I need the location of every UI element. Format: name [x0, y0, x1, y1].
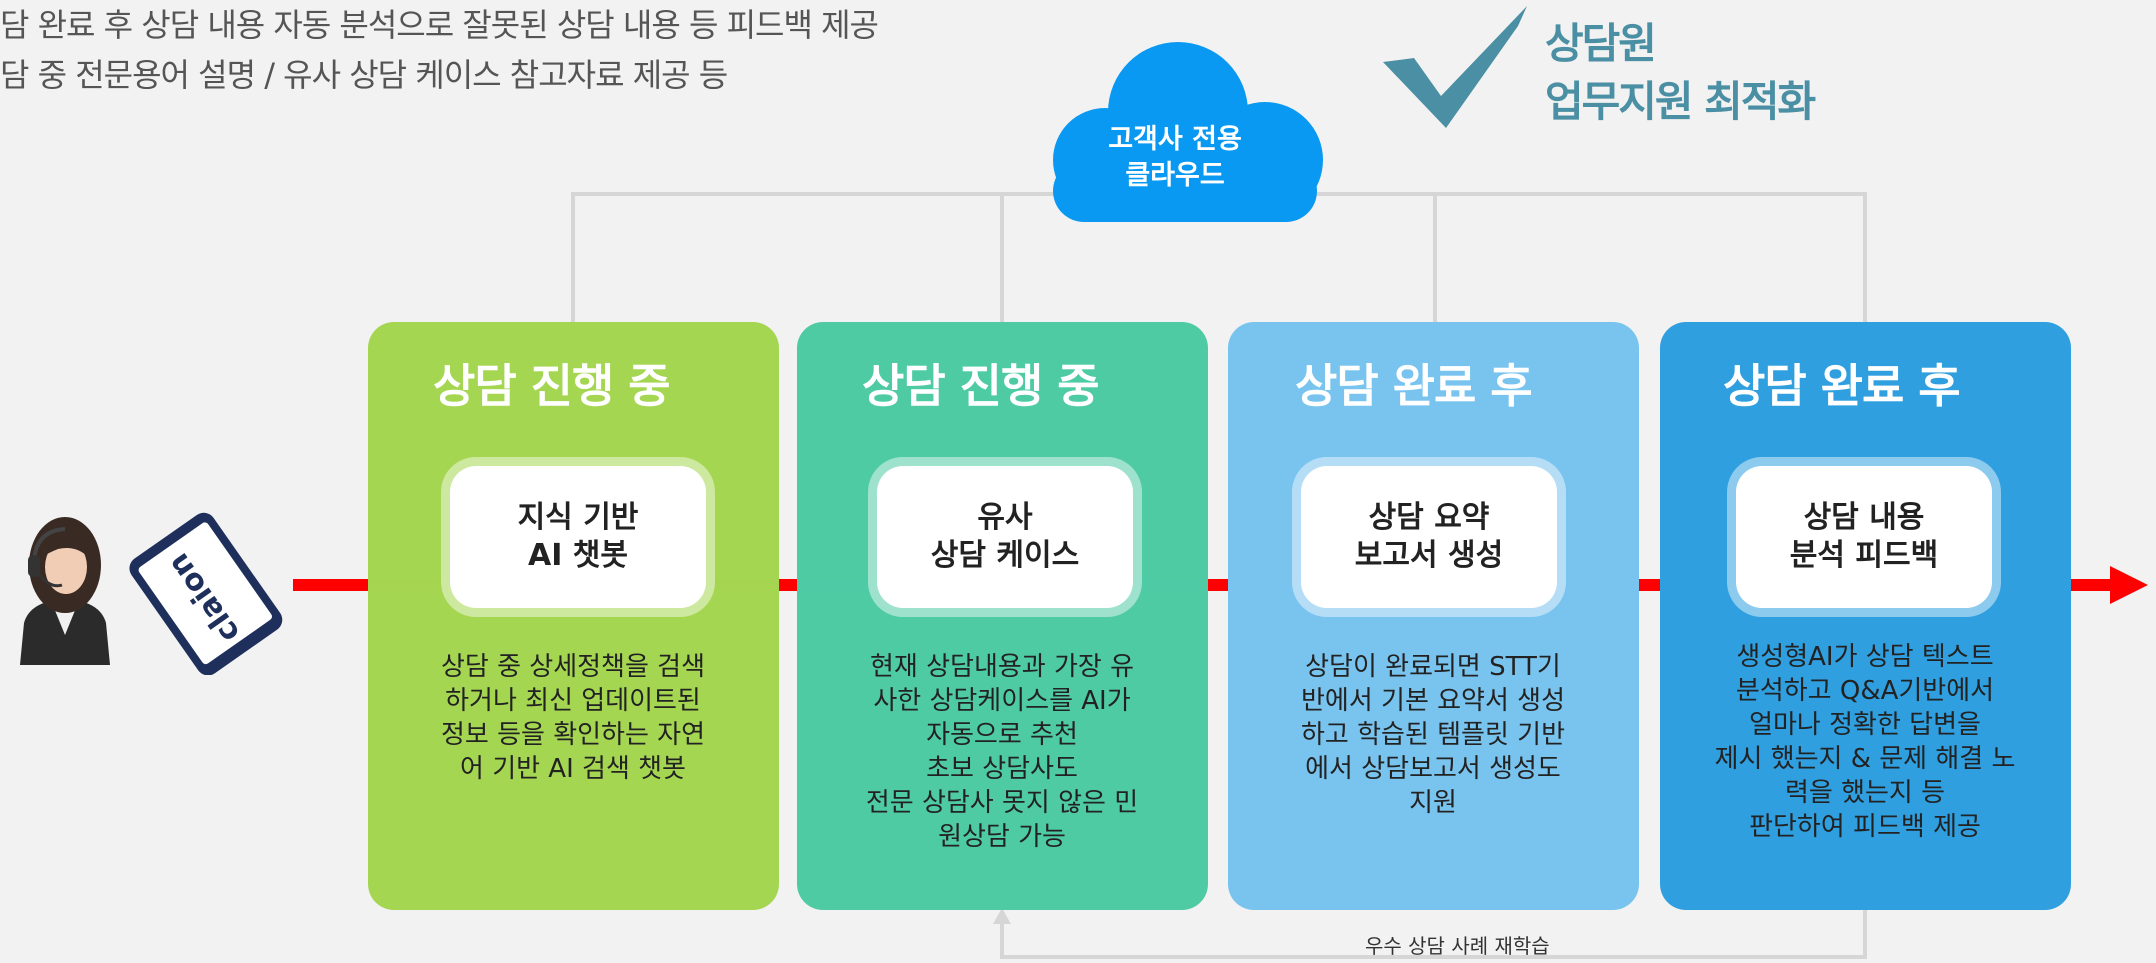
card-1-desc-line: 어 기반 AI 검색 챗봇 — [460, 754, 686, 784]
card-knowledge-chatbot — [368, 322, 779, 910]
card-analysis-feedback — [1660, 322, 2071, 910]
cloud-icon — [1053, 42, 1323, 222]
agent-avatar-icon — [20, 517, 110, 665]
card-4-desc-line: 판단하여 피드백 제공 — [1749, 812, 1981, 842]
card-4-title: 상담 완료 후 — [1723, 359, 1961, 413]
card-1-box: 지식 기반 AI 챗봇 — [450, 466, 706, 608]
card-2-box-line-1: 유사 — [977, 500, 1033, 535]
card-2-description: 현재 상담내용과 가장 유 사한 상담케이스를 AI가 자동으로 추천 초보 상… — [827, 650, 1177, 854]
card-2-desc-line: 전문 상담사 못지 않은 민 — [865, 788, 1139, 818]
tagline-line-1: 상담원 — [1545, 19, 1657, 68]
card-3-box-line-2: 보고서 생성 — [1354, 538, 1504, 573]
feedback-loop-label: 우수 상담 사례 재학습 — [1365, 934, 1550, 958]
card-2-desc-line: 원상담 가능 — [938, 822, 1066, 852]
checkmark-icon — [1383, 6, 1527, 128]
card-3-title: 상담 완료 후 — [1295, 359, 1533, 413]
card-4-desc-line: 력을 했는지 등 — [1784, 778, 1946, 808]
feedback-loop-line — [1000, 910, 1867, 959]
card-1-desc-line: 정보 등을 확인하는 자연 — [441, 720, 705, 750]
tablet-device-icon: claion — [129, 512, 283, 675]
card-4-box-line-2: 분석 피드백 — [1789, 538, 1939, 573]
card-1-desc-line: 상담 중 상세정책을 검색 — [441, 652, 705, 682]
card-2-title: 상담 진행 중 — [862, 359, 1100, 413]
card-3-box-line-1: 상담 요약 — [1368, 500, 1490, 535]
card-4-desc-line: 생성형AI가 상담 텍스트 — [1736, 642, 1994, 672]
card-1-title: 상담 진행 중 — [433, 359, 671, 413]
card-1-box-line-1: 지식 기반 — [517, 500, 639, 535]
flow-arrowhead — [2110, 566, 2148, 604]
card-similar-cases — [797, 322, 1208, 910]
card-4-desc-line: 얼마나 정확한 답변을 — [1749, 710, 1981, 740]
header-line-2: 담 중 전문용어 설명 / 유사 상담 케이스 참고자료 제공 등 — [0, 56, 728, 94]
card-1-desc-line: 하거나 최신 업데이트된 — [445, 686, 701, 716]
card-3-desc-line: 하고 학습된 템플릿 기반 — [1301, 720, 1565, 750]
card-2-box-line-2: 상담 케이스 — [930, 538, 1080, 573]
card-3-description: 상담이 완료되면 STT기 반에서 기본 요약서 생성 하고 학습된 템플릿 기… — [1258, 650, 1608, 820]
card-2-desc-line: 초보 상담사도 — [926, 754, 1078, 784]
card-3-box: 상담 요약 보고서 생성 — [1301, 466, 1557, 608]
card-3-desc-line: 에서 상담보고서 생성도 — [1305, 754, 1561, 784]
card-1-description: 상담 중 상세정책을 검색 하거나 최신 업데이트된 정보 등을 확인하는 자연… — [398, 650, 748, 786]
feedback-loop-arrowhead — [993, 908, 1011, 924]
cloud-label-line-2: 클라우드 — [1125, 160, 1225, 191]
cloud-label-line-1: 고객사 전용 — [1108, 124, 1242, 155]
card-4-box-line-1: 상담 내용 — [1803, 500, 1925, 535]
card-2-desc-line: 사한 상담케이스를 AI가 — [873, 686, 1131, 716]
card-4-box: 상담 내용 분석 피드백 — [1736, 466, 1992, 608]
tagline-line-2: 업무지원 최적화 — [1545, 77, 1816, 126]
card-3-desc-line: 지원 — [1409, 788, 1457, 818]
card-2-desc-line: 현재 상담내용과 가장 유 — [870, 652, 1134, 682]
card-2-box: 유사 상담 케이스 — [877, 466, 1133, 608]
card-3-desc-line: 반에서 기본 요약서 생성 — [1301, 686, 1565, 716]
card-2-desc-line: 자동으로 추천 — [926, 720, 1078, 750]
card-4-description: 생성형AI가 상담 텍스트 분석하고 Q&A기반에서 얼마나 정확한 답변을 제… — [1690, 640, 2040, 844]
card-summary-report — [1228, 322, 1639, 910]
cloud-label: 고객사 전용 클라우드 — [1040, 122, 1310, 194]
card-1-box-line-2: AI 챗봇 — [527, 538, 629, 573]
card-4-desc-line: 제시 했는지 & 문제 해결 노 — [1714, 744, 2016, 774]
card-4-desc-line: 분석하고 Q&A기반에서 — [1735, 676, 1995, 706]
header-line-1: 담 완료 후 상담 내용 자동 분석으로 잘못된 상담 내용 등 피드백 제공 — [0, 6, 879, 44]
card-3-desc-line: 상담이 완료되면 STT기 — [1305, 652, 1561, 682]
